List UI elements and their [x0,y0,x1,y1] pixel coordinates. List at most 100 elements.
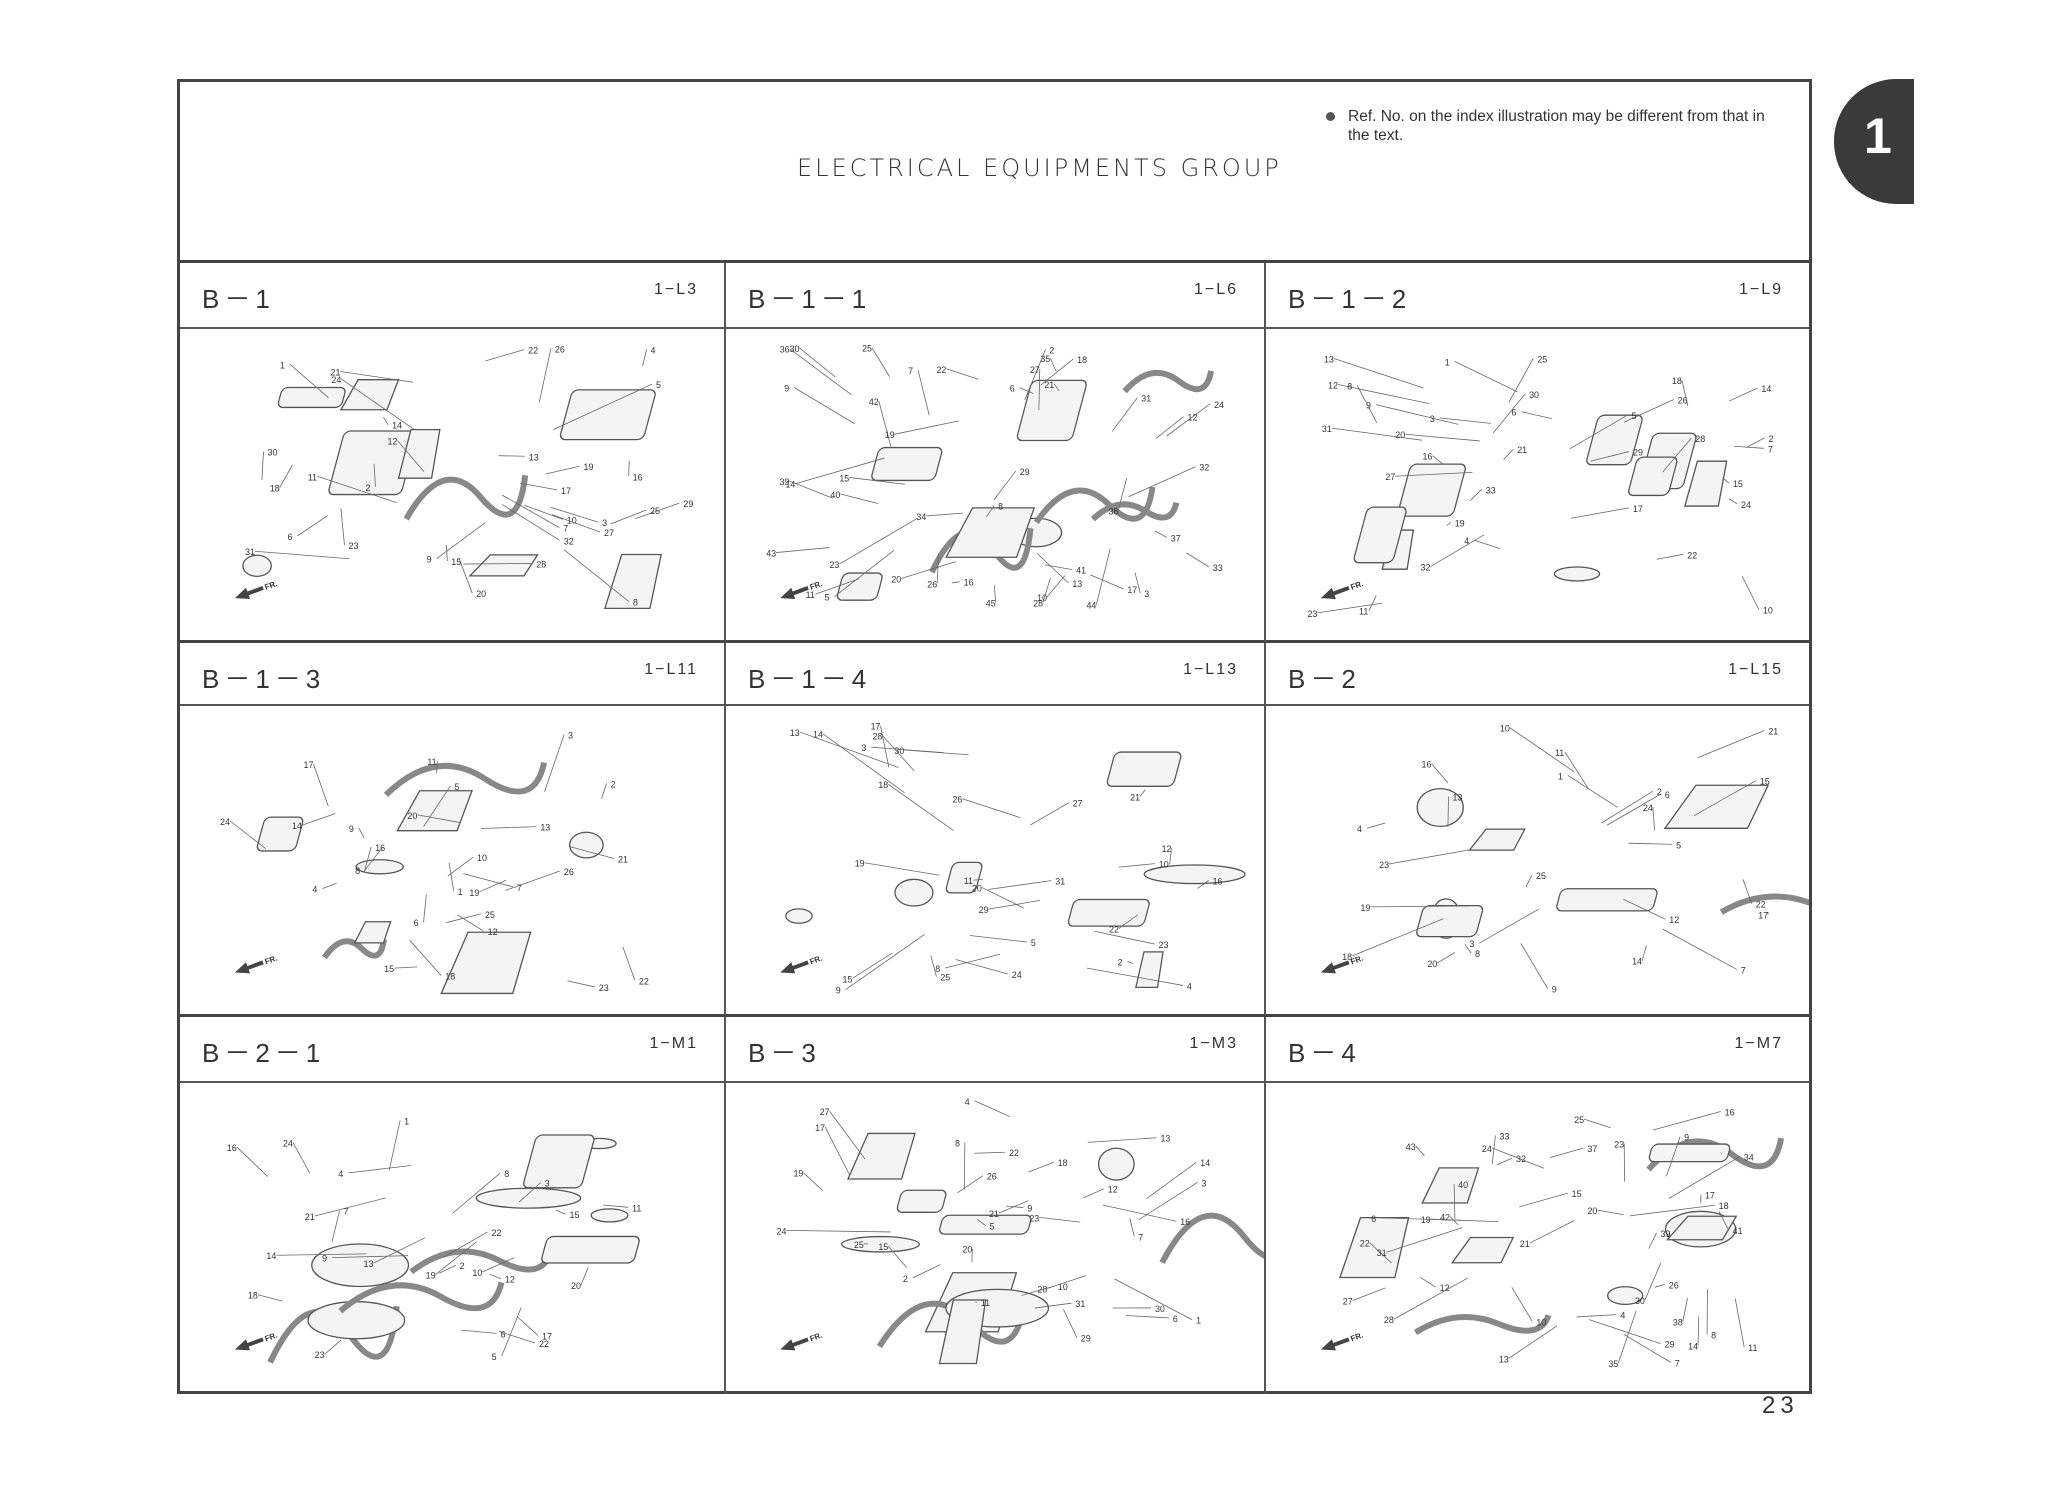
part-callout-number: 16 [964,578,974,588]
section-tab[interactable]: 1 [1834,79,1914,204]
leader-line [1029,802,1069,826]
part-drawing [603,553,662,610]
part-callout-number: 37 [1171,533,1181,543]
leader-line [279,464,293,488]
part-callout-number: 10 [1536,1317,1546,1327]
part-callout-number: 17 [561,486,571,496]
part-drawing [541,1235,640,1264]
leader-line [1127,961,1134,964]
part-callout-number: 26 [555,344,565,354]
leader-line [930,955,937,977]
leader-line [1128,466,1196,498]
leader-line [1520,943,1549,989]
part-callout-number: 18 [445,972,455,982]
part-callout-number: 3 [568,731,573,741]
part-callout-number: 20 [407,811,417,821]
panel-page-ref: 1−M7 [1734,1035,1783,1052]
leader-line [852,952,893,979]
part-callout-number: 17 [815,1123,825,1133]
part-callout-number: 14 [1200,1158,1210,1168]
part-callout-number: 9 [1027,1204,1032,1214]
panel-code: B－1－3 [202,664,326,694]
leader-line [845,934,925,990]
leader-line [409,939,442,976]
part-callout-number: 21 [618,854,628,864]
part-callout-number: 13 [1499,1354,1509,1364]
part-callout-number: 21 [989,1209,999,1219]
leader-line [436,761,438,774]
group-title: ELECTRICAL EQUIPMENTS GROUP [797,154,1282,182]
part-callout-number: 12 [1162,844,1172,854]
part-callout-number: 15 [878,1242,888,1252]
part-callout-number: 14 [292,821,302,831]
part-drawing [569,831,604,859]
hose-drawing [1413,1314,1552,1335]
leader-line [1519,1192,1568,1208]
leader-line [544,734,565,792]
part-callout-number: 1 [1196,1316,1201,1326]
hose-drawing [403,474,529,521]
part-callout-number: 26 [987,1172,997,1182]
leader-line [1617,1310,1637,1364]
part-callout-number: 21 [1520,1239,1530,1249]
part-drawing [1016,379,1087,442]
part-drawing [1135,951,1164,988]
part-callout-number: 13 [790,728,800,738]
leader-line [383,417,389,425]
part-callout-number: 11 [981,1298,990,1308]
part-callout-number: 25 [650,506,660,516]
leader-line [1529,1220,1575,1244]
part-callout-number: 17 [542,1331,552,1341]
leader-line [1146,1161,1197,1200]
part-callout-number: 24 [283,1138,293,1148]
part-drawing [440,931,532,995]
part-drawing [355,859,404,875]
panel-illustration[interactable]: 3735192220214223183231173413302726294325… [1266,1083,1809,1394]
part-callout-number: 23 [348,541,358,551]
leader-line [1393,1277,1469,1320]
part-callout-number: 42 [1440,1212,1450,1222]
part-callout-number: 22 [539,1339,549,1349]
leader-line [1083,1188,1105,1199]
part-callout-number: 8 [633,598,638,608]
leader-line [977,1219,986,1226]
leader-line [501,494,560,528]
front-marker-label: FR. [1349,1331,1364,1344]
part-callout-number: 5 [990,1222,995,1232]
leader-line [373,463,376,487]
front-arrow-icon: FR. [1320,579,1365,599]
leader-line [314,1197,386,1217]
part-callout-number: 2 [1768,434,1773,444]
leader-line [423,785,451,827]
leader-line [1331,427,1422,441]
part-callout-number: 22 [936,365,946,375]
part-callout-number: 23 [599,983,609,993]
leader-line [834,549,895,597]
front-marker-label: FR. [264,954,279,967]
leader-line [1453,1183,1456,1219]
part-callout-number: 28 [1384,1315,1394,1325]
reference-note-text: Ref. No. on the index illustration may b… [1348,108,1765,144]
part-callout-number: 9 [1366,401,1371,411]
part-drawing [1665,1215,1738,1241]
part-callout-number: 22 [491,1228,501,1238]
leader-line [1492,393,1526,434]
part-callout-number: 33 [1213,563,1223,573]
